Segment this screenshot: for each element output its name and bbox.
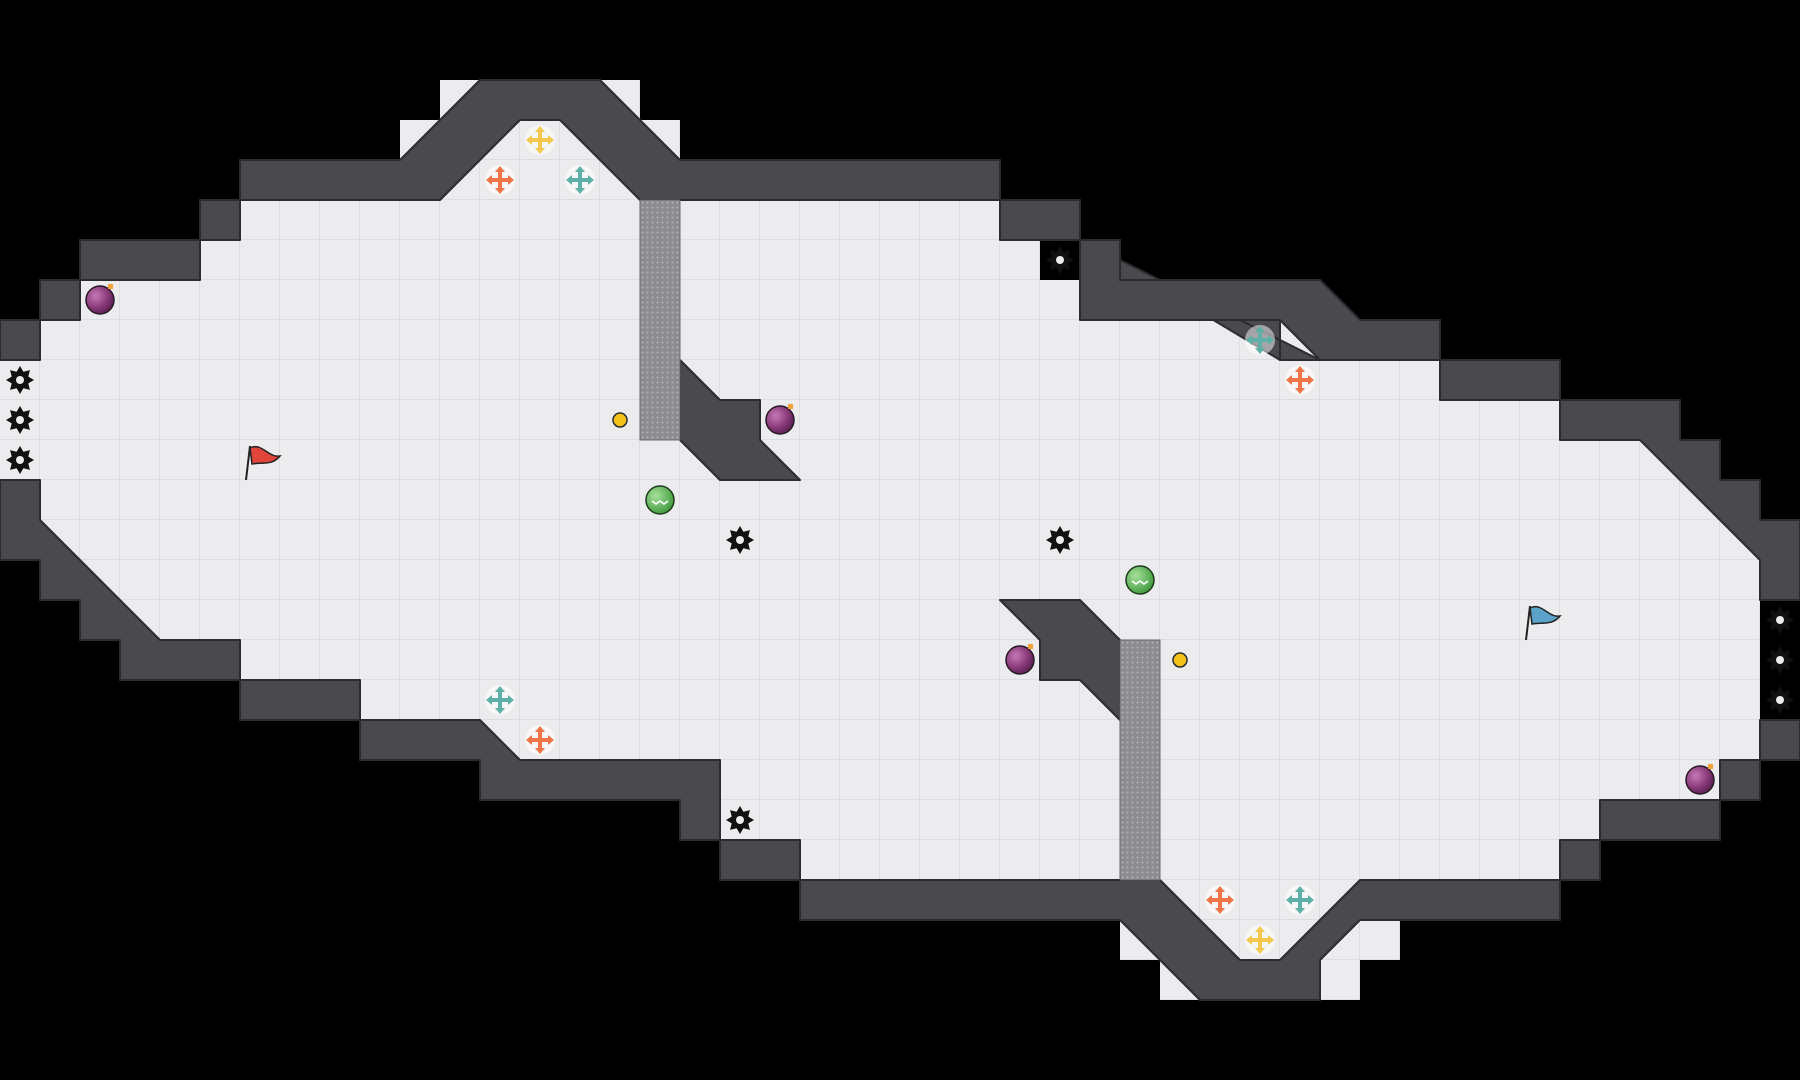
gate-tile bbox=[639, 199, 681, 441]
wall-block bbox=[1759, 719, 1800, 761]
speed-boost-icon bbox=[565, 165, 595, 195]
spike-icon bbox=[1046, 246, 1074, 274]
wall-bottom-arch bbox=[799, 879, 1561, 1001]
speed-boost-icon bbox=[485, 165, 515, 195]
speed-boost-icon bbox=[525, 125, 555, 155]
speed-boost-icon bbox=[1285, 365, 1315, 395]
floor-layer bbox=[0, 80, 1760, 1000]
speed-boost-icon bbox=[485, 685, 515, 715]
floor-left-base bbox=[0, 120, 1760, 900]
button-icon bbox=[1172, 652, 1188, 668]
speed-boost-icon bbox=[525, 725, 555, 755]
wall-block bbox=[1559, 839, 1601, 881]
wall-block bbox=[79, 239, 201, 281]
bomb-icon bbox=[1005, 644, 1035, 675]
spike-icon bbox=[6, 366, 34, 394]
spike-icon bbox=[1766, 686, 1794, 714]
spike-icon bbox=[6, 446, 34, 474]
bomb-icon bbox=[1685, 764, 1715, 795]
wall-block bbox=[0, 319, 41, 361]
spike-icon bbox=[1766, 606, 1794, 634]
wall-top-right-3 bbox=[1079, 239, 1441, 361]
wall-block bbox=[719, 839, 801, 881]
object-layer bbox=[6, 125, 1794, 955]
button-icon bbox=[612, 412, 628, 428]
speed-boost-icon bbox=[1245, 925, 1275, 955]
bomb-icon bbox=[85, 284, 115, 315]
wall-block bbox=[239, 679, 361, 721]
spike-icon bbox=[726, 526, 754, 554]
spike-icon bbox=[1766, 646, 1794, 674]
wall-block bbox=[39, 279, 81, 321]
wall-block bbox=[999, 199, 1081, 241]
wall-block bbox=[1439, 359, 1561, 401]
wall-block bbox=[1719, 759, 1761, 801]
speed-boost-icon bbox=[1205, 885, 1235, 915]
spike-icon bbox=[6, 406, 34, 434]
red-flag-icon bbox=[245, 445, 282, 481]
wall-center-pillar-right bbox=[999, 599, 1121, 721]
powerup-icon bbox=[1125, 565, 1155, 595]
gate-layer bbox=[639, 199, 1161, 881]
bomb-icon bbox=[765, 404, 795, 435]
powerup-icon bbox=[645, 485, 675, 515]
wall-block bbox=[1599, 799, 1721, 841]
wall-center-pillar-left bbox=[679, 359, 801, 481]
speed-boost-icon bbox=[1245, 325, 1275, 355]
wall-layer bbox=[0, 79, 1800, 1001]
spike-icon bbox=[726, 806, 754, 834]
blue-flag-icon bbox=[1525, 605, 1562, 641]
wall-block bbox=[199, 199, 241, 241]
wall-left-diagonal bbox=[0, 479, 241, 681]
gate-tile bbox=[1119, 639, 1161, 881]
spike-icon bbox=[1046, 526, 1074, 554]
speed-boost-icon bbox=[1285, 885, 1315, 915]
wall-right-diagonal bbox=[1559, 399, 1800, 601]
wall-bottom-left bbox=[359, 719, 721, 841]
